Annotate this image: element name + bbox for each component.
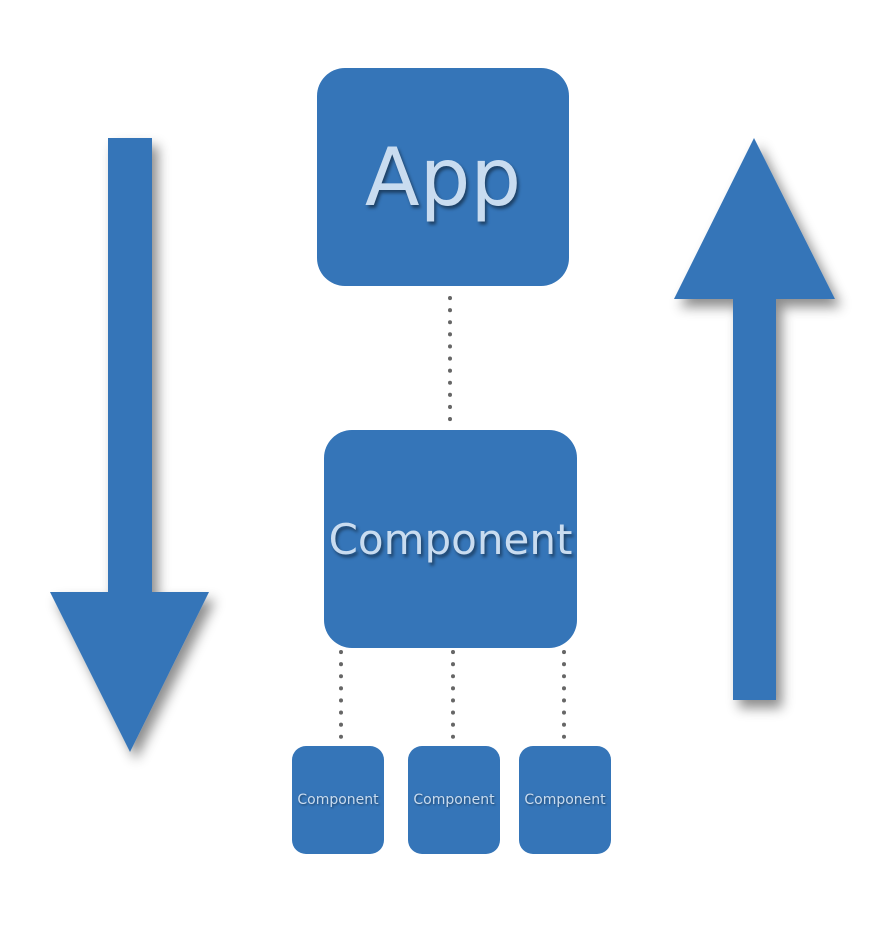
child-component-box: Component bbox=[408, 746, 500, 854]
component-box: Component bbox=[324, 430, 577, 648]
app-label: App bbox=[364, 130, 522, 224]
component-label: Component bbox=[328, 514, 573, 564]
child-component-box: Component bbox=[519, 746, 611, 854]
child-component-label: Component bbox=[297, 792, 379, 808]
app-box: App bbox=[317, 68, 569, 286]
child-component-label: Component bbox=[413, 792, 495, 808]
down-arrow-icon bbox=[50, 138, 209, 752]
up-arrow-icon bbox=[674, 138, 835, 700]
child-component-box: Component bbox=[292, 746, 384, 854]
child-component-label: Component bbox=[524, 792, 606, 808]
